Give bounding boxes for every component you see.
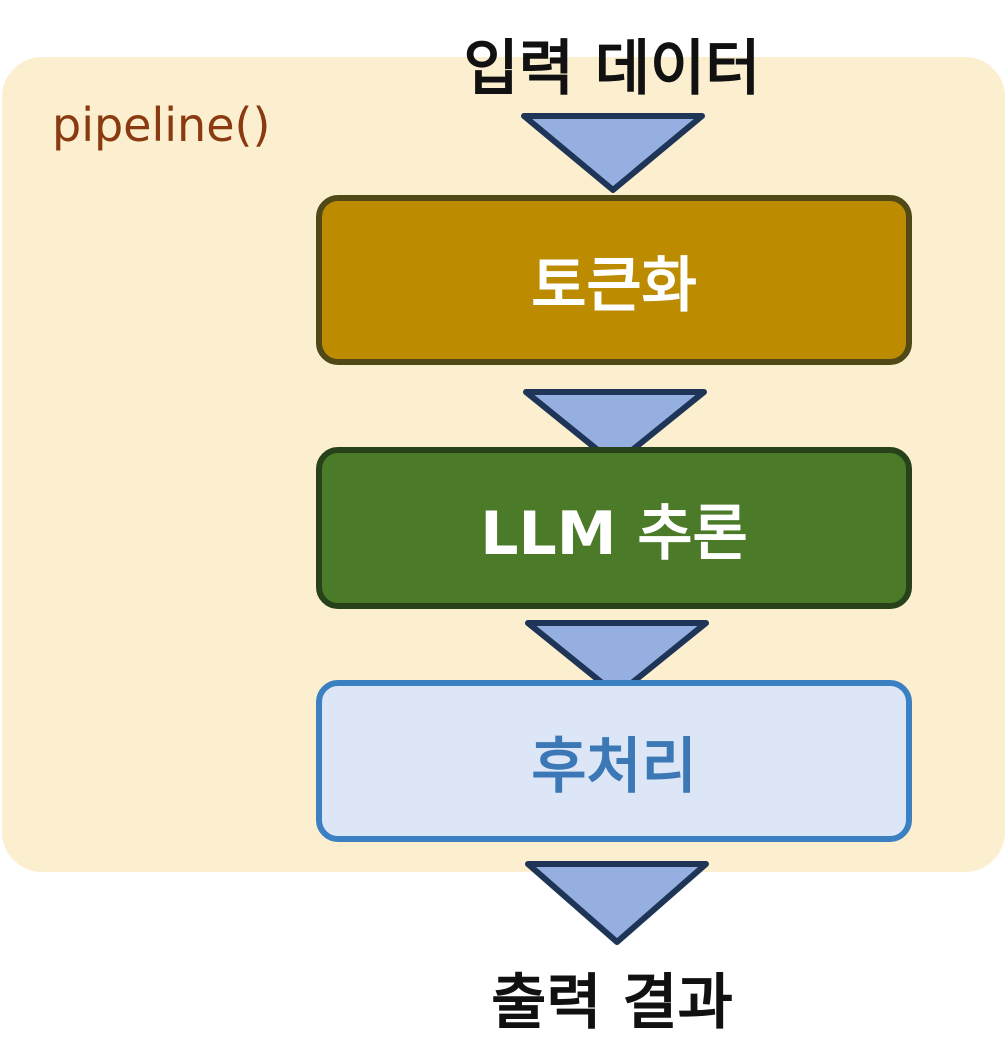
llm-inference-stage-label: LLM 추론 <box>480 498 748 569</box>
postprocess-stage-label: 후처리 <box>531 731 697 802</box>
arrow-to-output <box>525 861 709 945</box>
arrow-to-postprocess <box>525 620 709 698</box>
tokenize-stage: 토큰화 <box>316 195 912 365</box>
arrow-to-tokenize <box>521 113 705 193</box>
tokenize-stage-label: 토큰화 <box>531 250 697 321</box>
input-data-label: 입력 데이터 <box>463 34 761 104</box>
postprocess-stage: 후처리 <box>316 680 912 842</box>
output-result-label: 출력 결과 <box>491 968 733 1038</box>
arrow-to-inference <box>523 389 707 467</box>
llm-inference-stage: LLM 추론 <box>316 447 912 609</box>
pipeline-label: pipeline() <box>52 98 271 152</box>
